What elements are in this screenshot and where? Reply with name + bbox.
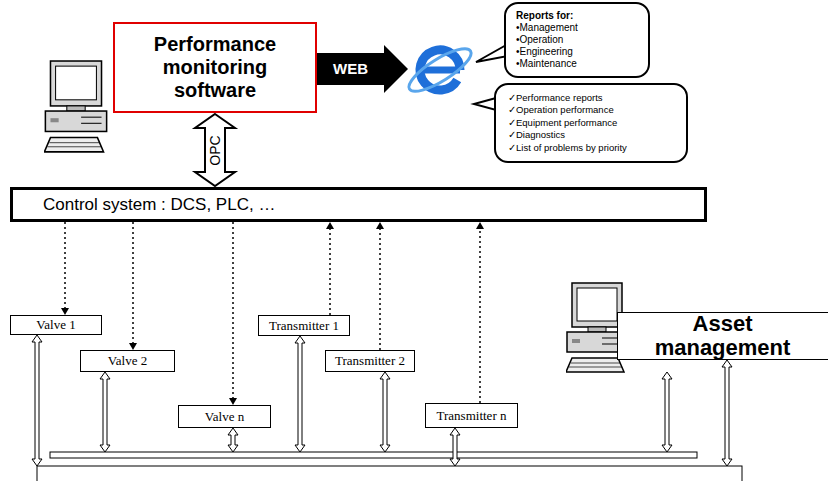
node-text: ✓Performance reports xyxy=(508,92,674,105)
node-text: Valve n xyxy=(205,409,244,425)
node-text: Transmitter n xyxy=(437,408,507,424)
node-text: •Maintenance xyxy=(516,58,638,70)
field-bus xyxy=(50,452,697,458)
connector xyxy=(61,222,69,315)
connector xyxy=(195,114,235,186)
software-box: Performance monitoring software xyxy=(113,22,317,113)
device-box: Valve n xyxy=(178,405,271,428)
node-text: Transmitter 1 xyxy=(269,318,339,334)
connector xyxy=(476,222,484,403)
node-text: Transmitter 2 xyxy=(335,353,405,369)
node-text: Reports for: xyxy=(516,10,638,22)
node-text: ✓Equipment performance xyxy=(508,117,674,130)
connector xyxy=(326,222,334,315)
device-box: Valve 2 xyxy=(80,350,175,372)
node-text: •Management xyxy=(516,22,638,34)
device-box: Transmitter 1 xyxy=(258,315,350,336)
node-text: ✓Operation performance xyxy=(508,104,674,117)
bus-link xyxy=(662,372,672,452)
node-text: Control system : DCS, PLC, … xyxy=(43,195,704,215)
field-bus xyxy=(37,466,742,481)
node-text: ✓Diagnostics xyxy=(508,129,674,142)
bus-link xyxy=(450,428,460,466)
browser-logo xyxy=(404,42,477,99)
connector xyxy=(229,222,237,405)
edge-label: OPC xyxy=(208,134,223,166)
callout-bubble: ✓Performance reports✓Operation performan… xyxy=(494,83,688,163)
bus-link xyxy=(295,336,305,452)
web-label: WEB xyxy=(317,59,384,79)
node-text: •Operation xyxy=(516,34,638,46)
bus-link xyxy=(380,372,390,452)
bus-link xyxy=(32,335,42,466)
bus-link xyxy=(722,360,732,466)
device-box: Valve 1 xyxy=(10,315,102,335)
node-text: Performance monitoring software xyxy=(145,33,285,102)
node-text: Valve 2 xyxy=(108,353,147,369)
connector xyxy=(376,222,384,350)
device-box: Transmitter 2 xyxy=(325,350,415,372)
control-system-bar: Control system : DCS, PLC, … xyxy=(10,187,707,222)
node-text: Valve 1 xyxy=(36,317,75,333)
bus-link xyxy=(100,372,110,452)
node-text: Asset management xyxy=(643,312,803,360)
bus-link xyxy=(228,428,238,452)
device-box: Transmitter n xyxy=(425,403,518,428)
node-text: •Engineering xyxy=(516,46,638,58)
connector xyxy=(129,222,137,350)
web-arrow xyxy=(317,45,408,93)
computer-icon xyxy=(44,61,106,152)
callout-bubble: Reports for:•Management•Operation•Engine… xyxy=(504,2,650,78)
asset-management-box: Asset management xyxy=(617,312,828,360)
callout-tail xyxy=(474,98,496,110)
node-text: ✓List of problems by priority xyxy=(508,142,674,155)
